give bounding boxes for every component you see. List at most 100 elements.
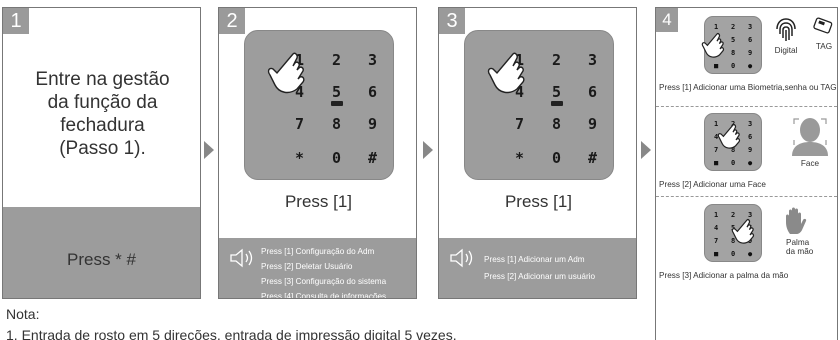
palm-label: Palma da mão [786,238,822,256]
mini-key-6: 6 [748,133,753,141]
speaker-icon [230,248,253,268]
hand-pointer-icon [267,52,305,94]
step-2-menu: Press [1] Configuração do Adm Press [2] … [261,244,387,299]
mini-key-8: 8 [731,237,736,245]
menu-item: Press [2] Deletar Usuário [261,262,353,271]
mini-key-5: 5 [731,36,736,44]
button-indicator-icon [551,101,563,106]
mini-key-3: 3 [748,120,753,128]
key-8: 8 [332,115,342,133]
step-1-line: Entre na gestão [35,69,170,90]
palm-icon [786,207,807,234]
mini-key-2: 2 [731,23,736,31]
bell-icon: ● [748,62,753,70]
step-number: 3 [439,8,465,34]
press-label: Press [1] [504,192,573,211]
key-6: 6 [368,83,378,101]
step-3-footer [439,238,636,298]
mini-key-2: 2 [731,120,736,128]
tag-card-icon [813,17,833,34]
key-5: 5 [552,83,562,101]
key-6: 6 [588,83,598,101]
step-number: 4 [656,8,678,32]
key-1: 1 [295,51,305,69]
palm-label-line: da mão [786,247,814,256]
step-2-footer [219,238,416,298]
next-arrow-icon [641,141,651,159]
key-7: 7 [295,115,305,133]
menu-item: Press [4] Consulta de informações [261,292,387,299]
mini-key-0: 0 [731,62,736,70]
lock-icon: ■ [714,62,719,70]
mini-keypad: 1 2 3 4 5 6 7 8 9 ■ 0 ● [704,204,762,262]
next-arrow-icon [423,141,433,159]
mini-keypad: 1 2 3 4 5 6 7 8 9 ■ 0 ● [701,16,762,74]
press-star-hash-label: Press * # [67,250,136,269]
step-4-panel: 4 1 2 3 4 5 6 7 8 9 ■ 0 ● Digital TAG Pr… [655,7,838,340]
mini-key-1: 1 [714,211,719,219]
section-1-caption: Press [1] Adicionar uma Biometria,senha … [659,83,837,92]
mini-key-2: 2 [731,211,736,219]
step-1-instruction: Entre na gestão da função da fechadura (… [3,68,200,160]
mini-key-9: 9 [748,146,753,154]
step-1-footer: Press * # [3,207,200,298]
step-1-panel: 1 Entre na gestão da função da fechadura… [2,7,201,299]
mini-key-1: 1 [714,23,719,31]
note-title: Nota: [6,306,40,322]
hand-pointer-icon [487,52,525,94]
section-divider [656,196,837,197]
mini-key-8: 8 [731,146,736,154]
face-icon [792,118,828,156]
mini-key-0: 0 [731,159,736,167]
tag-label: TAG [815,42,833,51]
mini-key-6: 6 [748,36,753,44]
digital-label: Digital [774,46,798,55]
mini-key-0: 0 [731,250,736,258]
mini-key-3: 3 [748,211,753,219]
step-2-panel: 2 1 2 3 4 5 6 7 8 9 * 0 # Press [1] Pres… [218,7,417,299]
mini-keypad: 1 2 3 4 5 6 7 8 9 ■ 0 ● [704,113,762,171]
bell-icon: ● [748,159,753,167]
step-number: 1 [3,8,29,34]
menu-item: Press [1] Adicionar um Adm [484,255,585,264]
key-0: 0 [552,149,562,167]
key-9: 9 [368,115,378,133]
key-star: * [515,149,525,167]
mini-key-7: 7 [714,237,719,245]
mini-key-7: 7 [714,146,719,154]
note-line: 1. Entrada de rosto em 5 direções, entra… [6,327,457,340]
key-4: 4 [515,83,525,101]
menu-item: Press [2] Adicionar um usuário [484,272,596,281]
step-1-line: da função da [47,92,158,113]
key-star: * [295,149,305,167]
mini-key-9: 9 [748,49,753,57]
lock-icon: ■ [714,250,719,258]
menu-item: Press [1] Configuração do Adm [261,247,375,256]
keypad: 1 2 3 4 5 6 7 8 9 * 0 # [464,30,614,180]
lock-icon: ■ [714,159,719,167]
speaker-icon [450,248,473,268]
mini-key-8: 8 [731,49,736,57]
key-8: 8 [552,115,562,133]
mini-key-1: 1 [714,120,719,128]
key-7: 7 [515,115,525,133]
key-1: 1 [515,51,525,69]
press-label: Press [1] [284,192,353,211]
next-arrow-icon [204,141,214,159]
mini-key-3: 3 [748,23,753,31]
section-divider [656,106,837,107]
step-3-menu: Press [1] Adicionar um Adm Press [2] Adi… [484,251,595,285]
key-2: 2 [332,51,342,69]
section-2-caption: Press [2] Adicionar uma Face [659,180,766,189]
mini-key-5: 5 [731,224,736,232]
key-hash: # [588,149,598,167]
mini-key-4: 4 [714,133,719,141]
hand-pointer-icon [701,33,725,58]
key-2: 2 [552,51,562,69]
menu-item: Press [3] Configuração do sistema [261,277,387,286]
bell-icon: ● [748,250,753,258]
key-4: 4 [295,83,305,101]
fingerprint-icon [776,18,796,41]
hand-pointer-icon [717,124,741,149]
button-indicator-icon [331,101,343,106]
